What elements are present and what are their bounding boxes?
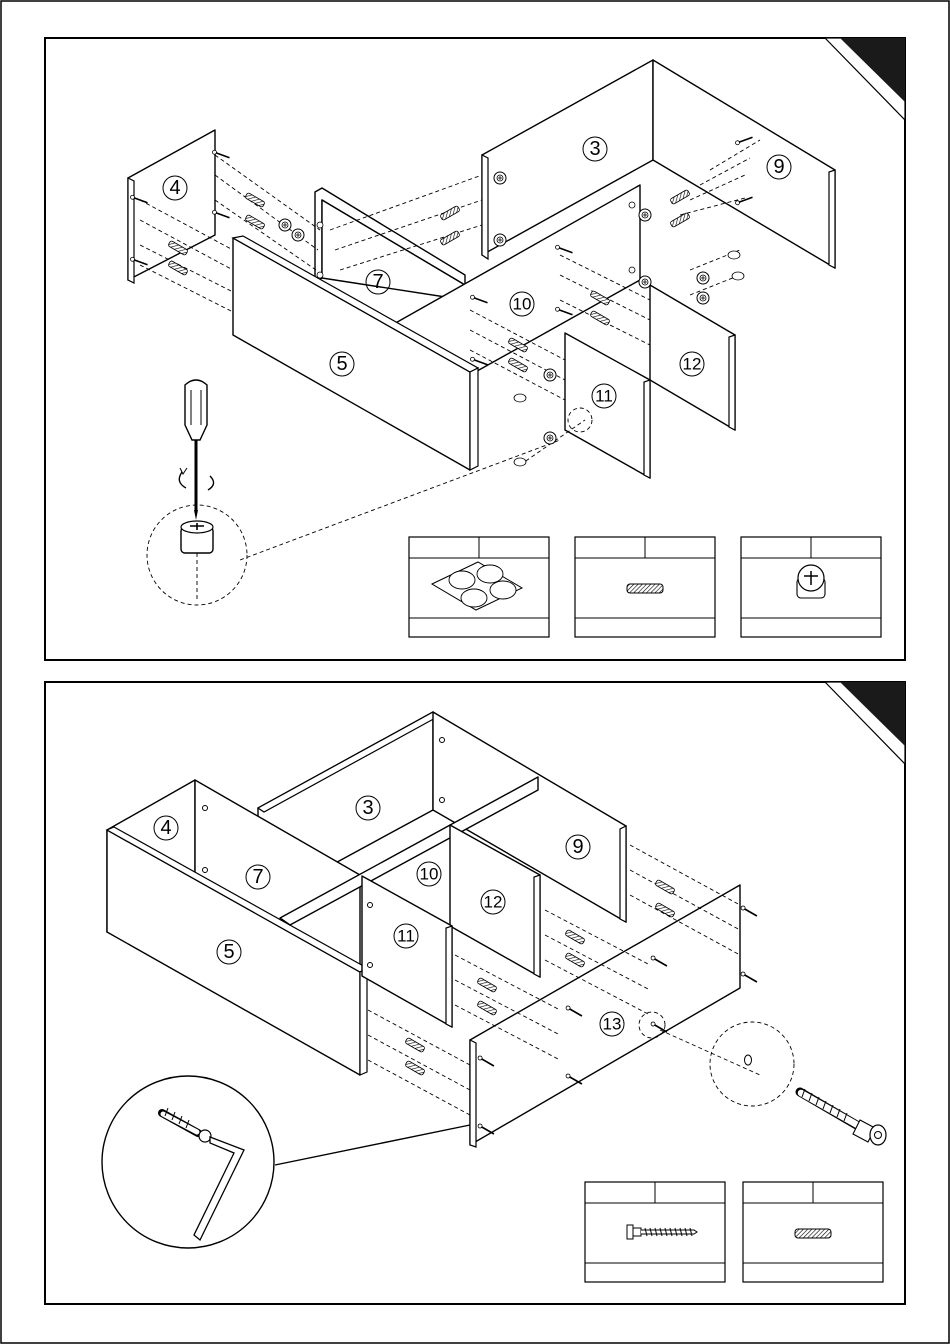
confirmat-screw-icon — [800, 1089, 886, 1145]
part-label-12: 12 — [680, 352, 704, 376]
part-label-13: 13 — [600, 1012, 624, 1036]
wooden-dowel-icon — [627, 584, 663, 593]
svg-text:5: 5 — [336, 353, 347, 375]
hardware-box-screw — [585, 1182, 725, 1282]
hardware-box-dowel — [575, 537, 715, 637]
wooden-dowel-icon — [795, 1229, 831, 1238]
step-2-panel: 3 4 5 7 9 10 11 12 13 — [45, 682, 905, 1304]
svg-text:5: 5 — [223, 941, 234, 963]
part-label-11: 11 — [592, 384, 616, 408]
svg-text:9: 9 — [773, 156, 784, 178]
screw-detail — [710, 1022, 886, 1145]
svg-text:4: 4 — [160, 817, 171, 839]
cam-lock-icon — [797, 565, 825, 598]
svg-text:12: 12 — [683, 355, 702, 374]
part-label-11: 11 — [394, 924, 418, 948]
svg-text:9: 9 — [572, 836, 583, 858]
svg-text:12: 12 — [484, 893, 503, 912]
step-1-panel: 3 4 5 7 9 10 11 12 — [45, 38, 905, 660]
hardware-box-dowel-2 — [743, 1182, 883, 1282]
svg-text:3: 3 — [589, 138, 600, 160]
svg-text:13: 13 — [603, 1015, 622, 1034]
hardware-box-cam-lock — [741, 537, 881, 637]
part-label-10: 10 — [417, 862, 441, 886]
panel-11 — [362, 876, 452, 1027]
svg-text:10: 10 — [420, 865, 439, 884]
part-label-10: 10 — [510, 292, 534, 316]
svg-text:11: 11 — [595, 387, 613, 406]
svg-text:3: 3 — [362, 797, 373, 819]
svg-text:7: 7 — [252, 866, 263, 888]
screwdriver-icon — [179, 380, 213, 520]
svg-text:7: 7 — [372, 271, 383, 293]
svg-text:4: 4 — [169, 177, 180, 199]
part-label-12: 12 — [481, 890, 505, 914]
svg-text:11: 11 — [397, 927, 415, 946]
panel-9 — [653, 60, 835, 268]
svg-text:10: 10 — [513, 295, 532, 314]
allen-key-icon — [162, 1108, 244, 1240]
panel-11 — [565, 333, 650, 478]
cam-lock-detail — [147, 505, 247, 605]
panel-4 — [128, 130, 215, 283]
allen-key-detail — [102, 1076, 470, 1248]
hardware-box-felt-pads — [409, 537, 549, 637]
